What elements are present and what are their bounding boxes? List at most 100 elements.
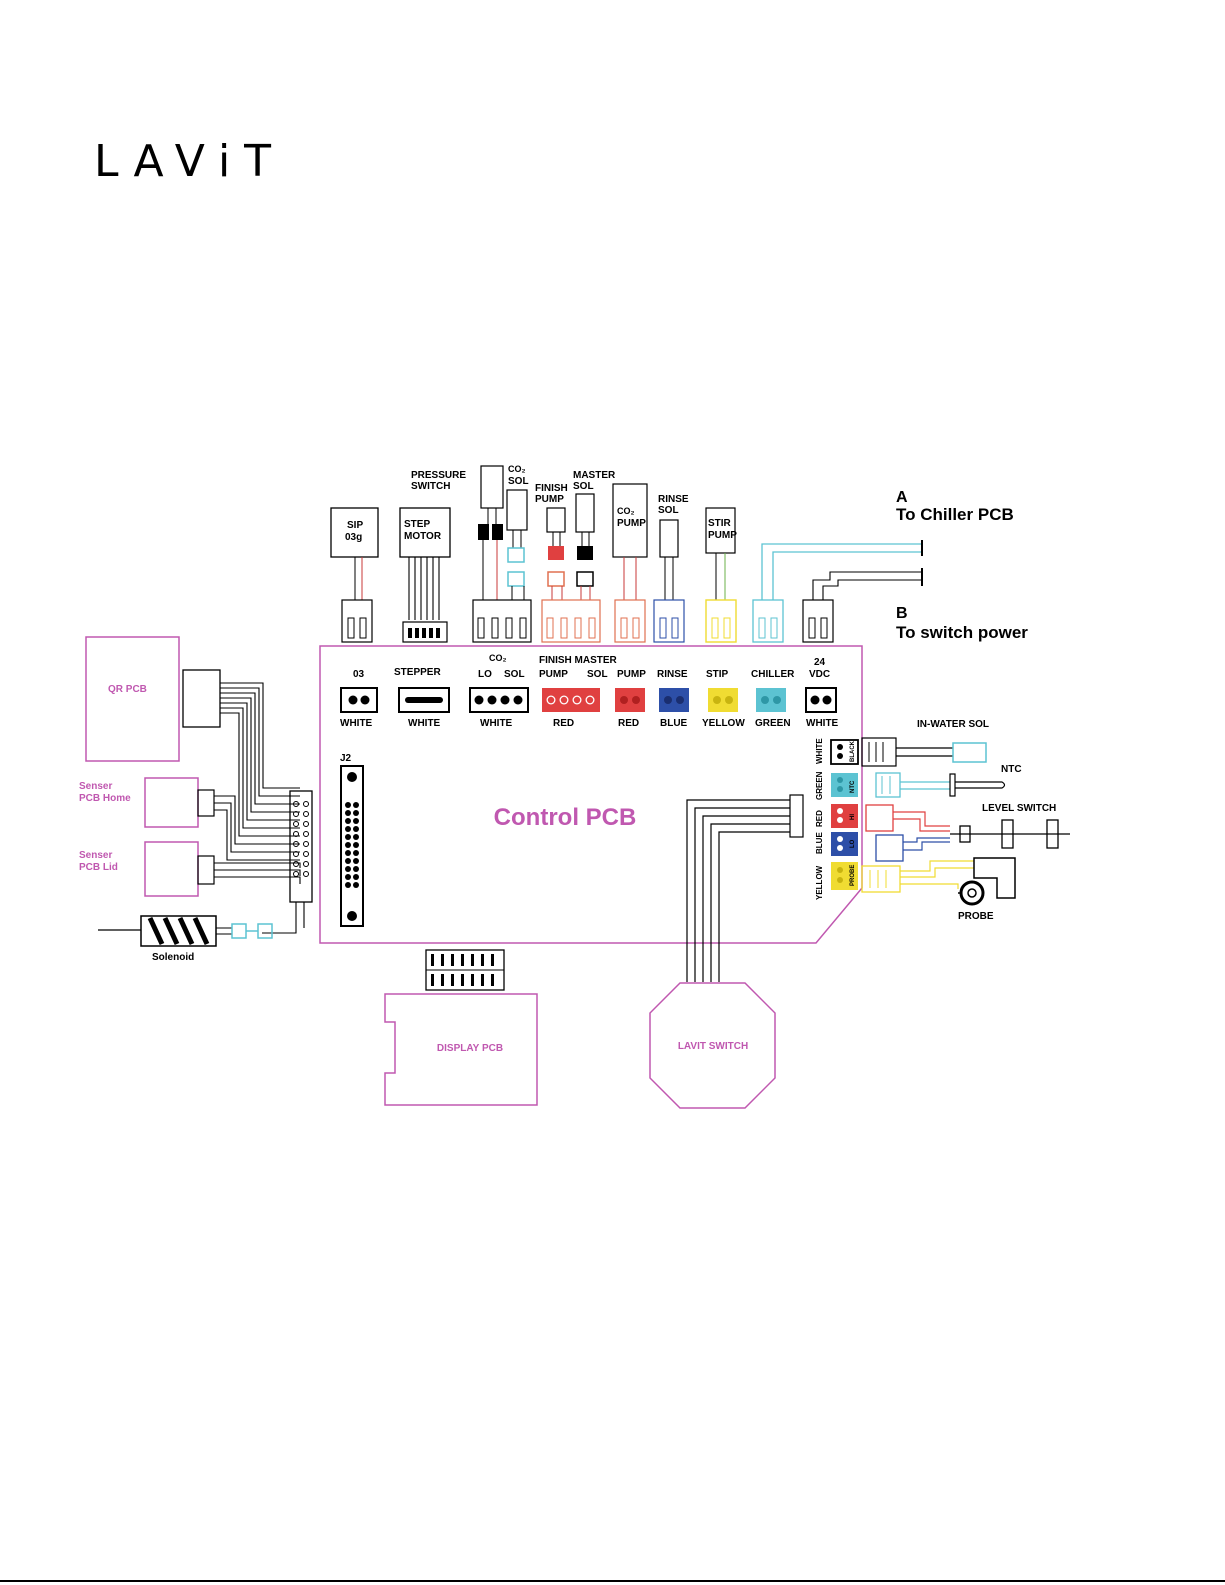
svg-text:MASTER: MASTER <box>573 470 616 481</box>
ntc-probe <box>949 773 956 797</box>
step-motor-device <box>399 507 451 558</box>
pcb-header-03 <box>340 687 378 713</box>
svg-text:CO₂: CO₂ <box>489 653 507 663</box>
pcb-header-co2 <box>469 687 529 713</box>
senser-pcb-home <box>144 777 199 828</box>
side-color-blue: BLUE <box>815 832 824 854</box>
side-color-yellow: YELLOW <box>815 865 824 900</box>
pressure-switch-device <box>480 465 504 509</box>
svg-text:RINSE: RINSE <box>658 494 689 505</box>
svg-text:PUMP: PUMP <box>708 530 737 541</box>
conn-name-lo: LO <box>478 669 492 680</box>
in-water-sol-label: IN-WATER SOL <box>917 719 989 730</box>
finish-pump-label: FINISH <box>535 483 568 494</box>
side-color-red: RED <box>815 810 824 827</box>
conn-name-chiller: CHILLER <box>751 669 795 680</box>
lavit-logo: LAViT <box>94 136 286 187</box>
senser-home-connector <box>197 789 215 817</box>
svg-text:PCB Lid: PCB Lid <box>79 862 118 873</box>
conn-color-chiller: GREEN <box>755 718 791 729</box>
step-motor-label: STEP <box>404 519 430 530</box>
svg-text:PUMP: PUMP <box>535 494 564 505</box>
conn-color-vdc: WHITE <box>806 718 839 729</box>
conn-name-stepper: STEPPER <box>394 667 441 678</box>
side-header-blue <box>831 832 858 856</box>
conn-color-stepper: WHITE <box>408 718 441 729</box>
stir-pump-device <box>705 507 736 554</box>
conn-color-rinse: BLUE <box>660 718 688 729</box>
solenoid-connector-b <box>257 923 273 939</box>
side-tag-probe: PROBE <box>850 865 856 886</box>
vdc-plug <box>802 599 834 643</box>
svg-text:SOL: SOL <box>573 481 594 492</box>
conn-top-co2: CO₂ <box>489 653 507 663</box>
sip-label: SIP <box>347 520 363 531</box>
conn-top-24: 24 <box>814 657 826 668</box>
svg-text:FINISH MASTER: FINISH MASTER <box>539 655 618 666</box>
side-color-white: WHITE <box>815 738 824 764</box>
a-text: To Chiller PCB <box>896 505 1014 524</box>
pcb-header-rinse <box>659 688 689 712</box>
svg-text:SIP: SIP <box>347 520 363 531</box>
solenoid-body <box>140 915 217 947</box>
qr-pcb <box>85 636 180 762</box>
b-text: To switch power <box>896 623 1028 642</box>
svg-text:PCB Home: PCB Home <box>79 793 131 804</box>
switch-harness-connector <box>789 794 804 838</box>
conn-color-stip: YELLOW <box>702 718 745 729</box>
j2-header <box>340 765 364 927</box>
step-motor-plug <box>402 621 448 643</box>
lavit-switch <box>649 982 776 1109</box>
probe-body <box>973 857 1016 899</box>
conn-name-co2-pump: PUMP <box>617 669 646 680</box>
control-pcb-label: Control PCB <box>494 804 637 831</box>
co2-pump-plug <box>614 599 646 643</box>
finish-pump-sub-label: PUMP <box>535 494 564 505</box>
senser-lid-connector <box>197 855 215 885</box>
conn-name-master-sol: SOL <box>587 669 608 680</box>
svg-text:STIR: STIR <box>708 518 732 529</box>
rinse-sol-sub-label: SOL <box>658 505 679 516</box>
senser-home-label: Senser <box>79 781 112 792</box>
pressure-switch-sub-label: SWITCH <box>411 481 450 492</box>
in-water-sol <box>952 742 987 763</box>
pcb-header-stepper <box>398 687 450 713</box>
stir-pump-sub-label: PUMP <box>708 530 737 541</box>
sip-sub-label: 03g <box>345 532 362 543</box>
svg-text:SOL: SOL <box>658 505 679 516</box>
side-tag-ntc: NTC <box>850 780 856 793</box>
rinse-plug <box>653 599 685 643</box>
side-color-green: GREEN <box>815 771 824 800</box>
side-header-yellow <box>831 862 858 890</box>
conn-top-finish-master: FINISH MASTER <box>539 655 618 666</box>
pcb-header-stip <box>708 688 738 712</box>
svg-text:24: 24 <box>814 657 826 668</box>
svg-text:CO₂: CO₂ <box>508 464 526 474</box>
co2-pump-label: CO₂ <box>617 506 635 516</box>
level-switch-label: LEVEL SWITCH <box>982 803 1056 814</box>
pressure-switch-label: PRESSURE <box>411 470 466 481</box>
side-header-white <box>830 739 859 765</box>
lavit-switch-label: LAVIT SWITCH <box>678 1041 748 1052</box>
conn-name-vdc: VDC <box>809 669 830 680</box>
control-pcb-outline <box>319 645 863 944</box>
solenoid-label: Solenoid <box>152 952 194 963</box>
a-letter: A <box>896 489 908 506</box>
probe-label: PROBE <box>958 911 994 922</box>
co2-pump-device <box>612 483 648 558</box>
pcb-header-co2-pump <box>615 688 645 712</box>
co2-plug <box>472 599 532 643</box>
svg-text:STEP: STEP <box>404 519 430 530</box>
svg-text:PUMP: PUMP <box>617 518 646 529</box>
rinse-sol-device <box>659 519 679 558</box>
senser-lid-sub-label: PCB Lid <box>79 862 118 873</box>
finish-pump-device <box>546 507 566 533</box>
side-tag-lo: LO <box>850 839 856 848</box>
svg-text:Senser: Senser <box>79 850 112 861</box>
svg-text:PRESSURE: PRESSURE <box>411 470 466 481</box>
conn-color-finish-master: RED <box>553 718 574 729</box>
page-bottom-rule <box>0 1580 1225 1582</box>
svg-text:SWITCH: SWITCH <box>411 481 450 492</box>
sip-plug <box>341 599 373 643</box>
left-harness-block <box>289 790 313 903</box>
